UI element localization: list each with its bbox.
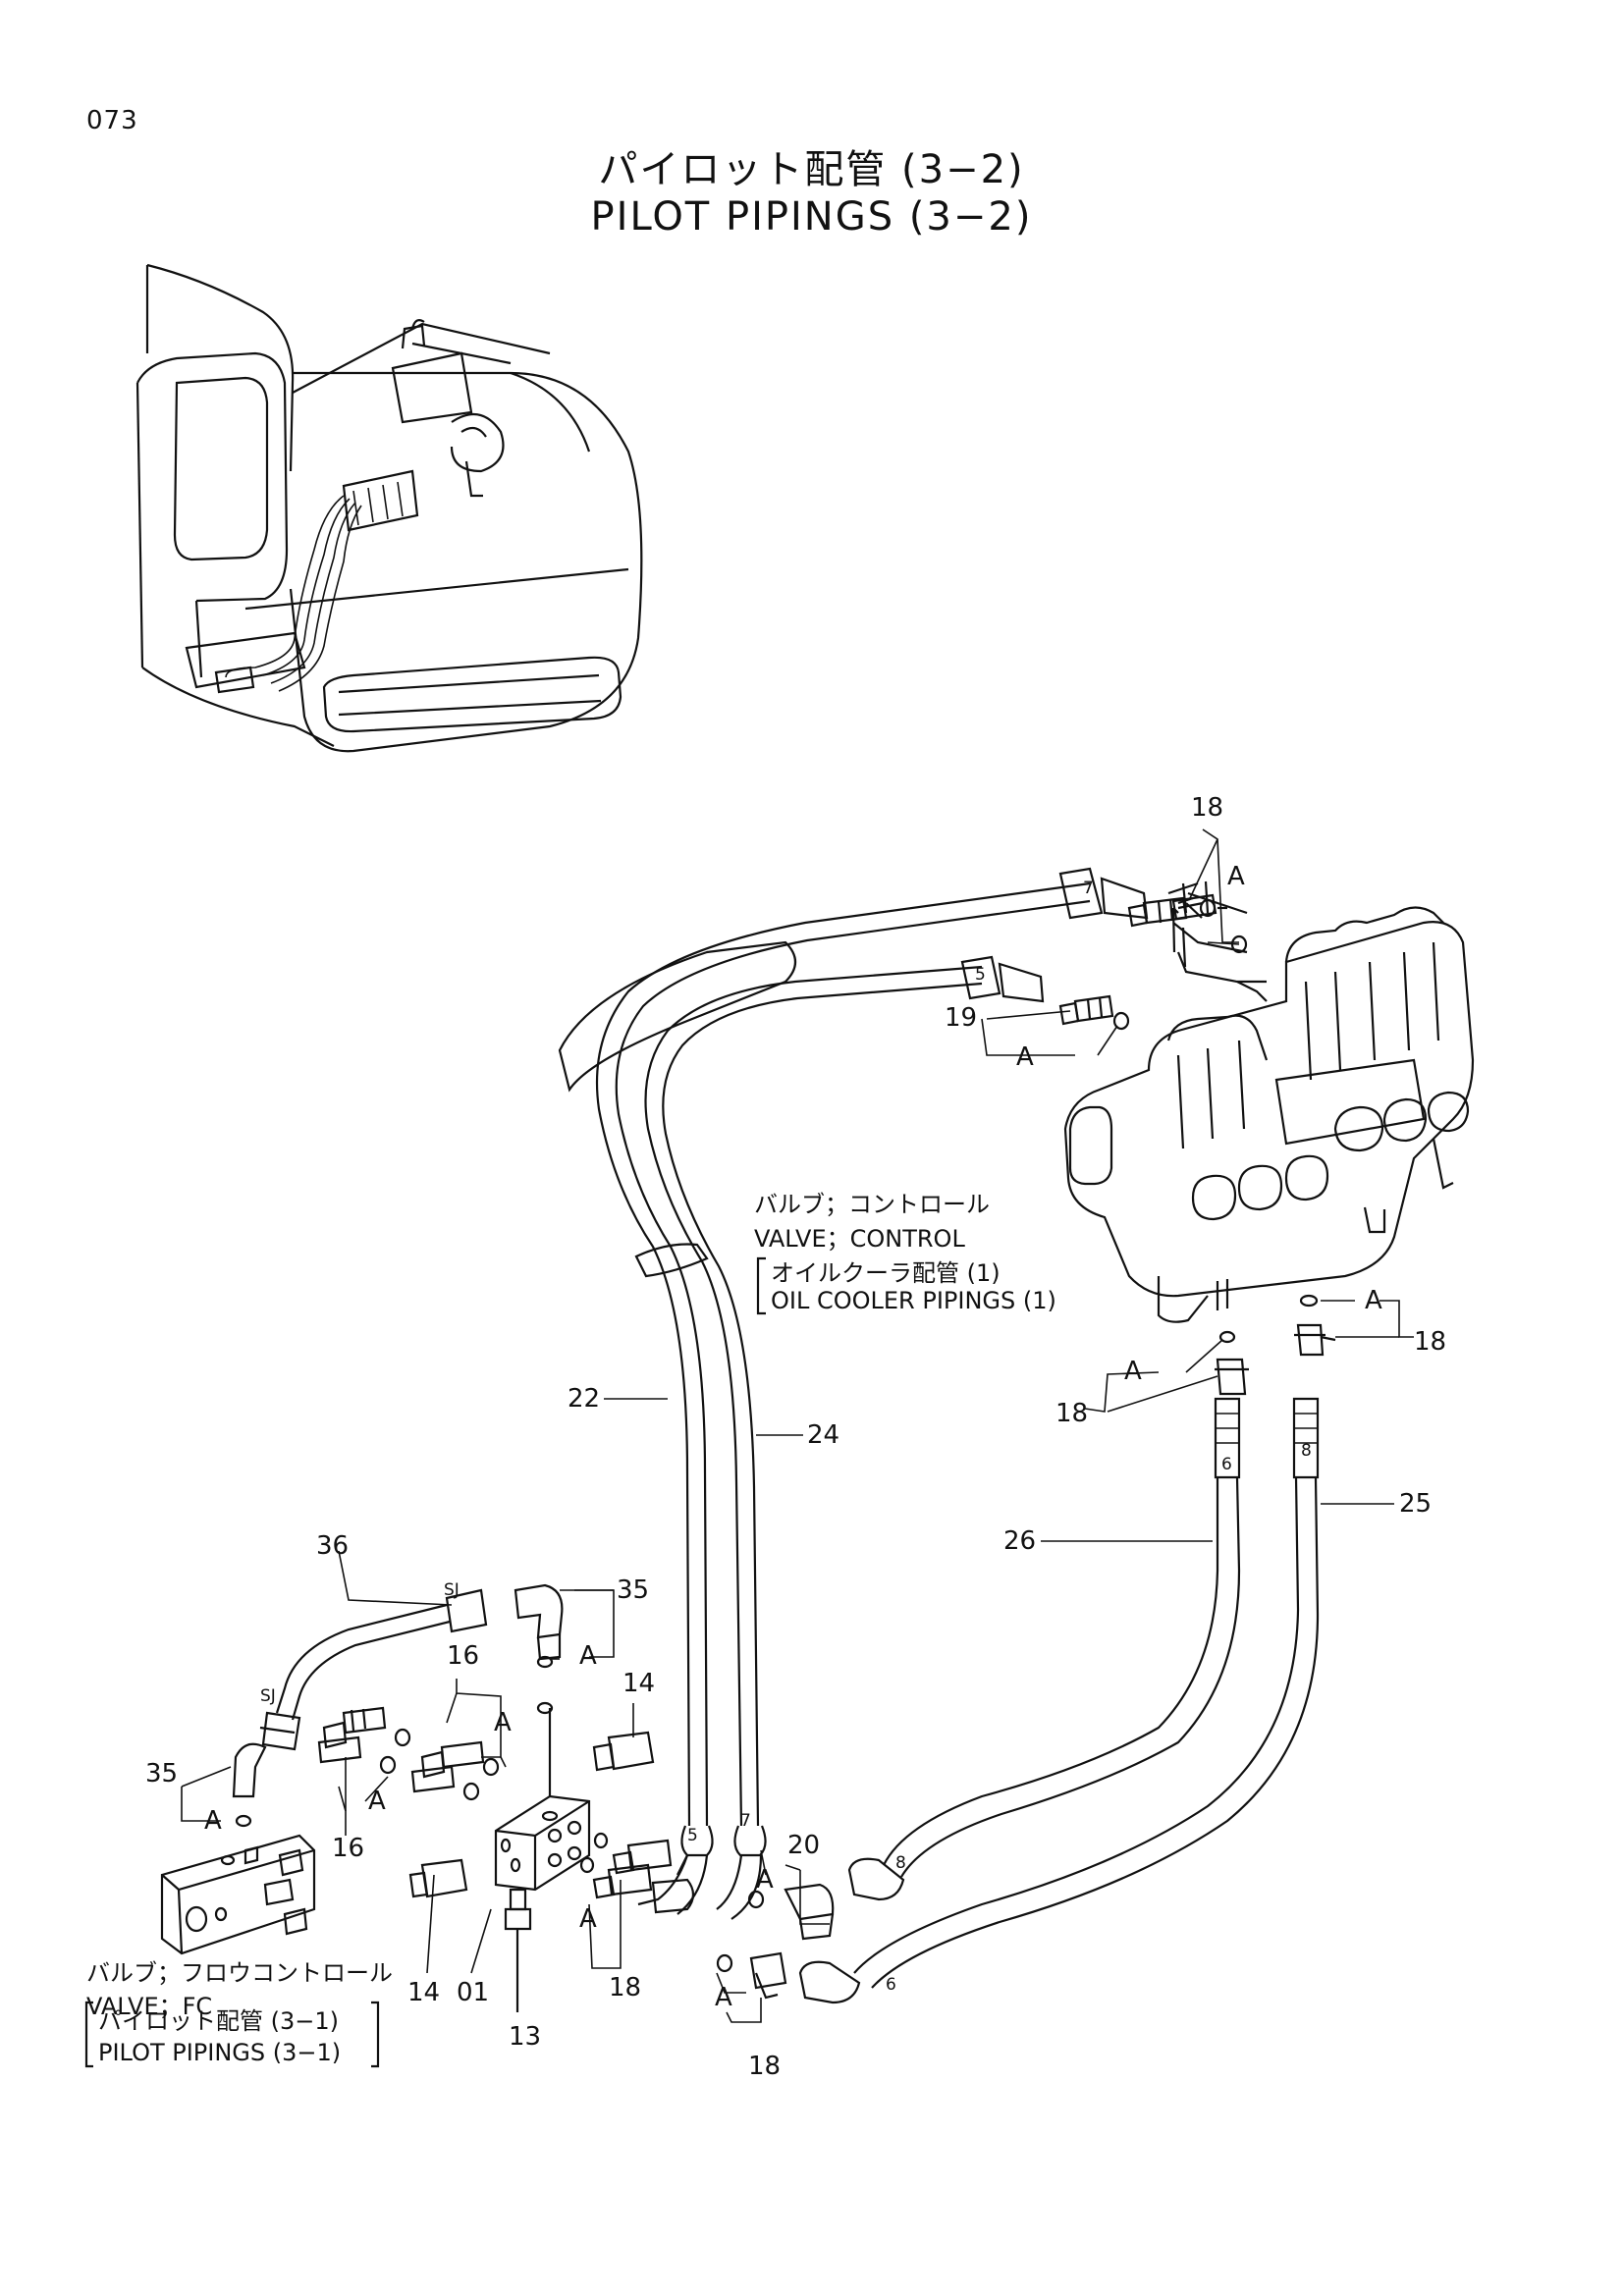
callout-20: 20 — [787, 1831, 821, 1860]
title-english: PILOT PIPINGS (3−2) — [590, 194, 1033, 240]
callout-24: 24 — [807, 1420, 840, 1450]
page-number: 073 — [86, 106, 138, 135]
callout-16-top: 16 — [447, 1641, 480, 1671]
control-valve-label-en: VALVE；CONTROL — [754, 1225, 965, 1253]
callout-19: 19 — [945, 1003, 978, 1033]
callout-13: 13 — [509, 2022, 542, 2052]
oil-cooler-label-jp: オイルクーラ配管 (1) — [771, 1259, 1001, 1287]
callout-35-top: 35 — [617, 1575, 650, 1605]
hose-mark-5-bottom: 5 — [687, 1826, 698, 1845]
callout-16-left: 16 — [332, 1834, 365, 1863]
leader-lines-upper — [981, 828, 1414, 1413]
callout-35-left: 35 — [145, 1759, 179, 1789]
callout-a-20: A — [756, 1865, 774, 1895]
pilot31-label-jp: パイロット配管 (3−1) — [98, 2007, 340, 2035]
oil-cooler-label-en: OIL COOLER PIPINGS (1) — [771, 1287, 1056, 1314]
callout-25: 25 — [1399, 1489, 1433, 1519]
callout-18-bottom: 18 — [748, 2052, 782, 2081]
callout-14-bottom: 14 — [407, 1978, 441, 2007]
note-brackets — [84, 1256, 766, 2068]
callout-26: 26 — [1003, 1526, 1037, 1556]
hose-mark-6-top: 6 — [1221, 1455, 1232, 1474]
callout-a-mid: A — [1124, 1357, 1142, 1386]
fittings-left-cluster — [232, 1583, 835, 2012]
callout-a-35: A — [579, 1641, 597, 1671]
callout-a-35-left: A — [204, 1806, 222, 1836]
pilot31-label-en: PILOT PIPINGS (3−1) — [98, 2039, 342, 2066]
control-valve-label-jp: バルブ；コントロール — [754, 1191, 990, 1218]
hose-mark-8-top: 8 — [1301, 1441, 1312, 1461]
callout-14-top: 14 — [622, 1669, 656, 1698]
callout-18-right: 18 — [1414, 1327, 1447, 1357]
callout-18-block: 18 — [609, 1973, 642, 2002]
callout-a-16-left: A — [368, 1787, 386, 1816]
fc-valve-label-jp: バルブ；フロウコントロール — [86, 1959, 393, 1987]
hose-mark-7-bottom: 7 — [740, 1811, 751, 1831]
hoses-25-26 — [798, 1397, 1320, 2004]
callout-a-top: A — [1227, 862, 1245, 891]
callout-a-bottom: A — [715, 1983, 732, 2012]
callout-a-16: A — [494, 1708, 512, 1737]
callout-01: 01 — [457, 1978, 490, 2007]
callout-a-19: A — [1016, 1042, 1034, 1072]
control-valve-drawing — [1063, 906, 1475, 1323]
callout-a-block: A — [579, 1904, 597, 1934]
hoses-22-24 — [558, 867, 1149, 1920]
hose-mark-6-bottom: 6 — [886, 1975, 896, 1995]
hose-mark-8-bottom: 8 — [895, 1853, 906, 1873]
callout-36: 36 — [316, 1531, 350, 1561]
callout-18-top: 18 — [1191, 793, 1224, 823]
hose-mark-5-top: 5 — [975, 965, 986, 985]
hose-mark-sj-bottom: SJ — [260, 1686, 276, 1706]
title-japanese: パイロット配管 (3−2) — [598, 147, 1025, 192]
hose-36 — [259, 1588, 488, 1751]
hose-mark-7-top: 7 — [1083, 879, 1094, 898]
leader-lines-lower — [181, 1398, 1394, 2023]
fc-valve-label-en: VALVE；FC — [86, 1993, 213, 2020]
fc-valve-drawing — [160, 1834, 316, 1955]
machine-overview-drawing — [135, 263, 643, 753]
callout-a-right: A — [1365, 1286, 1382, 1315]
control-valve-fittings — [1058, 881, 1336, 1396]
hose-mark-sj-top: SJ — [444, 1580, 460, 1600]
callout-22: 22 — [568, 1384, 601, 1414]
callout-18-mid: 18 — [1055, 1399, 1089, 1428]
